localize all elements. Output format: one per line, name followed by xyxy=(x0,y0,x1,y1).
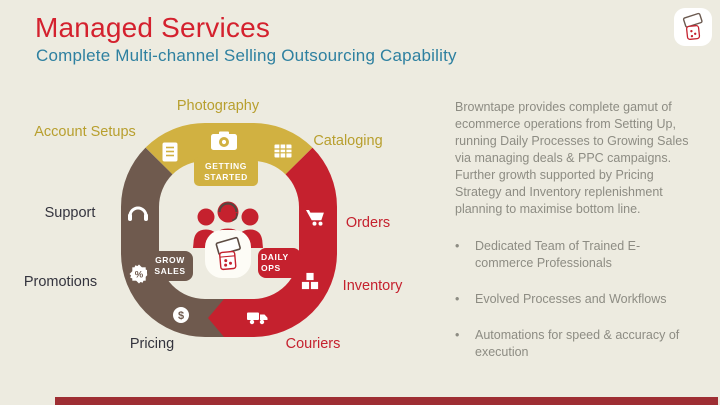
list-item: • Dedicated Team of Trained E-commerce P… xyxy=(455,238,700,272)
orders-cart-icon xyxy=(306,210,324,226)
svg-text:$: $ xyxy=(178,310,184,322)
center-jar-icon xyxy=(215,236,241,271)
label-pricing: Pricing xyxy=(129,336,175,352)
grow-sales-badge xyxy=(147,251,193,281)
label-photography: Photography xyxy=(176,98,260,114)
page-title: Managed Services xyxy=(35,12,271,43)
bullet-text: Evolved Processes and Workflows xyxy=(475,292,667,306)
list-item: • Automations for speed & accuracy of ex… xyxy=(455,327,700,361)
daily-ops-badge-label: DAILY OPS xyxy=(261,252,289,274)
cataloging-grid-icon xyxy=(274,144,292,158)
label-account-setups: Account Setups xyxy=(34,124,136,140)
photography-camera-icon xyxy=(211,131,237,150)
daily-ops-badge xyxy=(258,248,301,278)
grow-sales-badge-label: GROW SALES xyxy=(154,255,186,277)
list-item: • Evolved Processes and Workflows xyxy=(455,291,700,308)
headset-mic xyxy=(231,212,238,222)
bullet-icon: • xyxy=(455,328,460,342)
label-promotions: Promotions xyxy=(23,274,98,290)
ring-segment-daily-ops xyxy=(224,147,338,337)
daily-ops-arrow-tip xyxy=(208,299,224,337)
bullet-text: Dedicated Team of Trained E-commerce Pro… xyxy=(475,239,641,270)
browntape-logo xyxy=(674,8,712,46)
promotions-percent-icon: % xyxy=(129,264,149,284)
couriers-truck-icon xyxy=(247,312,268,325)
getting-started-badge xyxy=(194,157,258,186)
getting-started-badge-label: GETTING STARTED xyxy=(204,161,248,183)
label-couriers: Couriers xyxy=(285,336,341,352)
support-headset-icon xyxy=(128,206,148,221)
inventory-boxes-icon xyxy=(301,272,319,290)
bottom-accent-bar xyxy=(55,397,718,405)
description-paragraph: Browntape provides complete gamut of eco… xyxy=(455,100,689,216)
benefits-list: • Dedicated Team of Trained E-commerce P… xyxy=(455,238,700,380)
browntape-jar-icon xyxy=(682,12,703,40)
page-subtitle: Complete Multi-channel Selling Outsourci… xyxy=(36,46,457,65)
headset-on-center-person xyxy=(218,202,238,213)
label-support: Support xyxy=(44,205,96,221)
bullet-icon: • xyxy=(455,292,460,306)
bullet-icon: • xyxy=(455,239,460,253)
label-cataloging: Cataloging xyxy=(313,133,383,149)
svg-text:%: % xyxy=(135,269,144,280)
pricing-dollar-icon: $ xyxy=(173,307,189,323)
label-inventory: Inventory xyxy=(342,278,403,294)
account-setups-icon xyxy=(162,142,178,162)
label-orders: Orders xyxy=(345,215,391,231)
bullet-text: Automations for speed & accuracy of exec… xyxy=(475,328,680,359)
